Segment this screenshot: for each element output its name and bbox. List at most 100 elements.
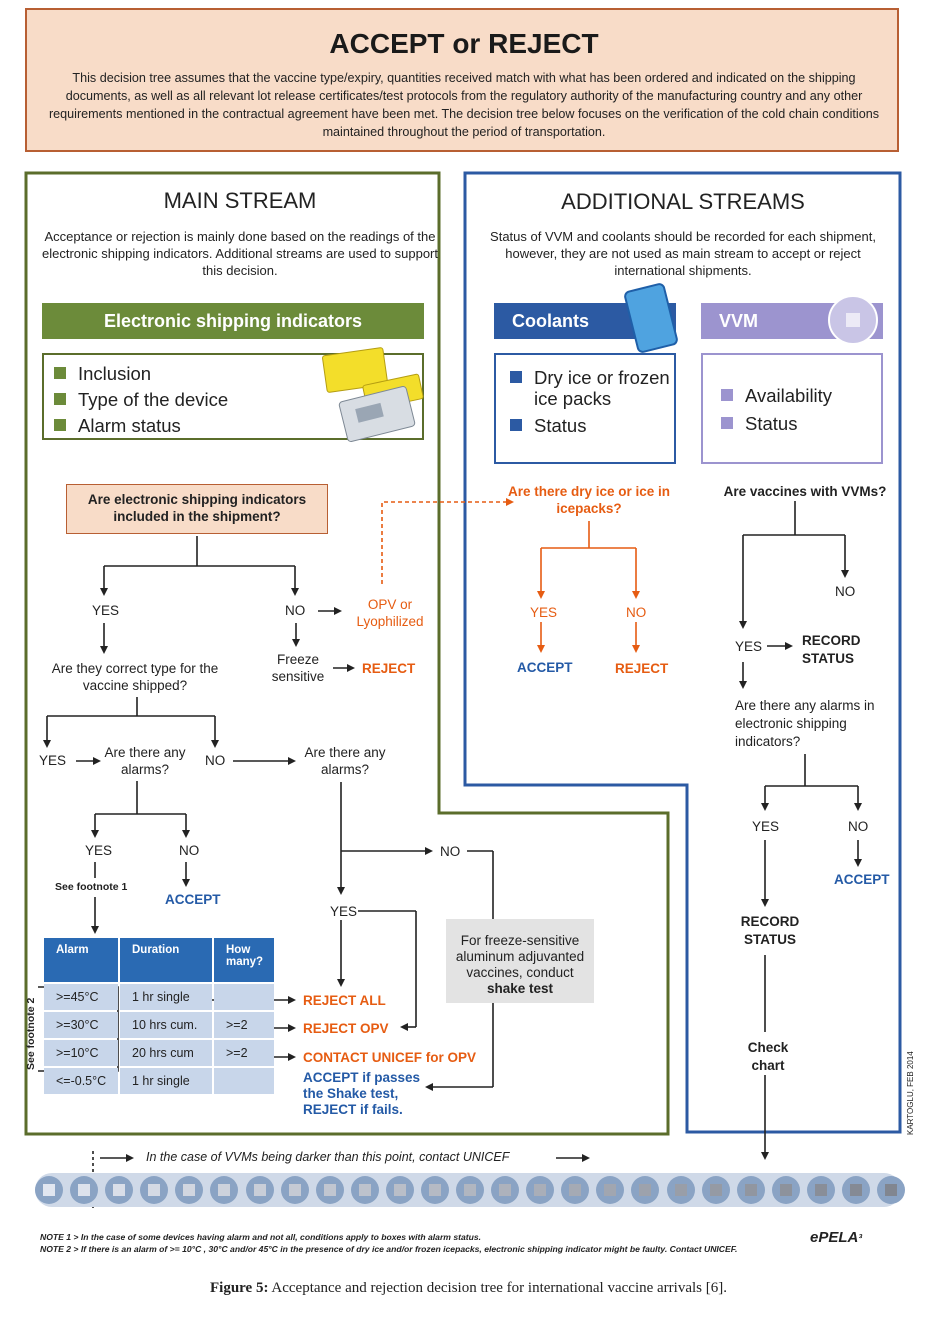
vvm-dots bbox=[35, 1173, 905, 1207]
no-label: NO bbox=[440, 844, 461, 859]
main-stream-title: MAIN STREAM bbox=[163, 188, 317, 213]
electronic-indicators-box: Inclusion Type of the device Alarm statu… bbox=[42, 346, 425, 443]
vvm-accept: ACCEPT bbox=[834, 872, 890, 887]
vvm-dot bbox=[596, 1176, 625, 1204]
vvm-dot bbox=[280, 1176, 309, 1204]
vvm-dot bbox=[175, 1176, 204, 1204]
vvm-dot bbox=[491, 1176, 520, 1204]
main-stream-frame bbox=[24, 171, 670, 1136]
question-alarms-indicators: Are there any alarms in electronic shipp… bbox=[735, 698, 875, 749]
vvm-dot bbox=[806, 1176, 835, 1204]
vvm-dot bbox=[456, 1176, 484, 1204]
indicator-item: Inclusion bbox=[54, 363, 228, 385]
vvm-dot bbox=[70, 1176, 99, 1204]
shake-test-note: For freeze-sensitive aluminum adjuvanted… bbox=[446, 919, 594, 1003]
vvm-dot bbox=[35, 1176, 63, 1204]
question-indicators-included: Are electronic shipping indicators inclu… bbox=[66, 484, 328, 534]
vvm-dot bbox=[350, 1176, 379, 1204]
main-stream-description: Acceptance or rejection is mainly done b… bbox=[42, 229, 438, 278]
page-title: ACCEPT or REJECT bbox=[329, 28, 599, 59]
electronic-indicators-bar: Electronic shipping indicators bbox=[42, 303, 424, 339]
additional-streams-description: Status of VVM and coolants should be rec… bbox=[490, 229, 876, 278]
opv-lyophilized-label: OPV or Lyophilized bbox=[356, 597, 424, 629]
yes-label: YES bbox=[752, 819, 780, 834]
table-row: >=30°C 10 hrs cum. >=2 bbox=[44, 1012, 274, 1038]
yes-label: YES bbox=[85, 843, 113, 858]
record-status-1: RECORD STATUS bbox=[802, 633, 861, 666]
yes-label: YES bbox=[530, 605, 558, 620]
header-description: This decision tree assumes that the vacc… bbox=[48, 71, 880, 139]
table-header: How many? bbox=[214, 938, 274, 982]
freeze-sensitive-label: Freeze sensitive bbox=[271, 652, 325, 684]
vvm-dot bbox=[140, 1176, 169, 1204]
vvm-dot bbox=[561, 1176, 590, 1204]
vvm-dot bbox=[526, 1176, 555, 1204]
footnote-1-ref: See footnote 1 bbox=[55, 881, 128, 893]
no-label: NO bbox=[179, 843, 200, 858]
table-row: >=10°C 20 hrs cum >=2 bbox=[44, 1040, 274, 1066]
note-1: NOTE 1 > In the case of some devices hav… bbox=[40, 1232, 482, 1242]
vvm-dot bbox=[736, 1176, 765, 1204]
check-chart: Check chart bbox=[747, 1040, 789, 1073]
additional-stream-frame bbox=[463, 171, 902, 1134]
no-label: NO bbox=[205, 753, 226, 768]
vvm-dot bbox=[385, 1176, 414, 1204]
vvm-item: Status bbox=[721, 413, 832, 435]
author-credit: KARTOGLU, FEB 2014 bbox=[906, 1051, 915, 1135]
vvm-item: Availability bbox=[721, 385, 832, 407]
vvm-dot bbox=[105, 1176, 134, 1204]
no-label: NO bbox=[285, 603, 306, 618]
vvm-dot bbox=[701, 1176, 730, 1204]
note-2: NOTE 2 > If there is an alarm of >= 10°C… bbox=[40, 1244, 738, 1254]
vvm-dot bbox=[245, 1176, 274, 1204]
record-status-2: RECORD STATUS bbox=[740, 914, 800, 947]
no-label: NO bbox=[848, 819, 869, 834]
indicator-item: Alarm status bbox=[54, 415, 228, 437]
question-any-alarms-right: Are there any alarms? bbox=[304, 745, 386, 777]
vvm-strip-note: In the case of VVMs being darker than th… bbox=[146, 1150, 510, 1164]
additional-streams-title: ADDITIONAL STREAMS bbox=[561, 189, 805, 214]
vvm-dot bbox=[631, 1176, 660, 1204]
vvm-box: Availability Status bbox=[701, 353, 883, 464]
reject-opv-outcome: REJECT OPV bbox=[303, 1021, 389, 1036]
footnote-2-ref: See footnote 2 bbox=[25, 997, 37, 1070]
accept-outcome: ACCEPT bbox=[165, 892, 221, 907]
vvm-dot bbox=[420, 1176, 449, 1204]
figure-caption: Figure 5: Acceptance and rejection decis… bbox=[210, 1280, 727, 1296]
header-box: ACCEPT or REJECT This decision tree assu… bbox=[25, 8, 899, 152]
vvm-dot bbox=[666, 1176, 695, 1204]
table-row: <=-0.5°C 1 hr single bbox=[44, 1068, 274, 1094]
table-header: Duration bbox=[120, 938, 212, 982]
yes-label: YES bbox=[735, 639, 763, 654]
indicator-item: Type of the device bbox=[54, 389, 228, 411]
contact-unicef-outcome: CONTACT UNICEF for OPV bbox=[303, 1050, 476, 1065]
coolant-item: Dry ice or frozen ice packs bbox=[510, 367, 670, 409]
coolant-reject: REJECT bbox=[615, 661, 669, 676]
vvm-dot bbox=[841, 1176, 870, 1204]
vvm-dot bbox=[315, 1176, 344, 1204]
question-any-alarms: Are there any alarms? bbox=[104, 745, 186, 777]
vvm-dot bbox=[771, 1176, 800, 1204]
reject-all-outcome: REJECT ALL bbox=[303, 993, 386, 1008]
yes-label: YES bbox=[92, 603, 120, 618]
yes-label: YES bbox=[330, 904, 358, 919]
shake-test-outcome: ACCEPT if passes the Shake test,REJECT i… bbox=[303, 1070, 421, 1117]
epela-logo: ePELA³ bbox=[810, 1229, 863, 1246]
vvm-dot bbox=[210, 1176, 239, 1204]
reject-outcome: REJECT bbox=[362, 661, 416, 676]
table-header: Alarm bbox=[44, 938, 118, 982]
question-correct-type: Are they correct type for the vaccine sh… bbox=[51, 661, 219, 693]
alarm-table: Alarm Duration How many? >=45°C 1 hr sin… bbox=[44, 938, 274, 1094]
grey-device-icon bbox=[337, 385, 417, 443]
question-vvm: Are vaccines with VVMs? bbox=[723, 484, 887, 499]
coolants-box: Dry ice or frozen ice packs Status bbox=[494, 353, 676, 464]
question-dry-ice: Are there dry ice or ice in icepacks? bbox=[507, 484, 671, 516]
vvm-dot bbox=[877, 1176, 905, 1204]
yes-label: YES bbox=[39, 753, 67, 768]
vvm-icon bbox=[828, 295, 878, 345]
no-label: NO bbox=[626, 605, 647, 620]
coolant-item: Status bbox=[510, 415, 670, 437]
coolant-accept: ACCEPT bbox=[517, 660, 573, 675]
no-label: NO bbox=[835, 584, 856, 599]
table-row: >=45°C 1 hr single bbox=[44, 984, 274, 1010]
